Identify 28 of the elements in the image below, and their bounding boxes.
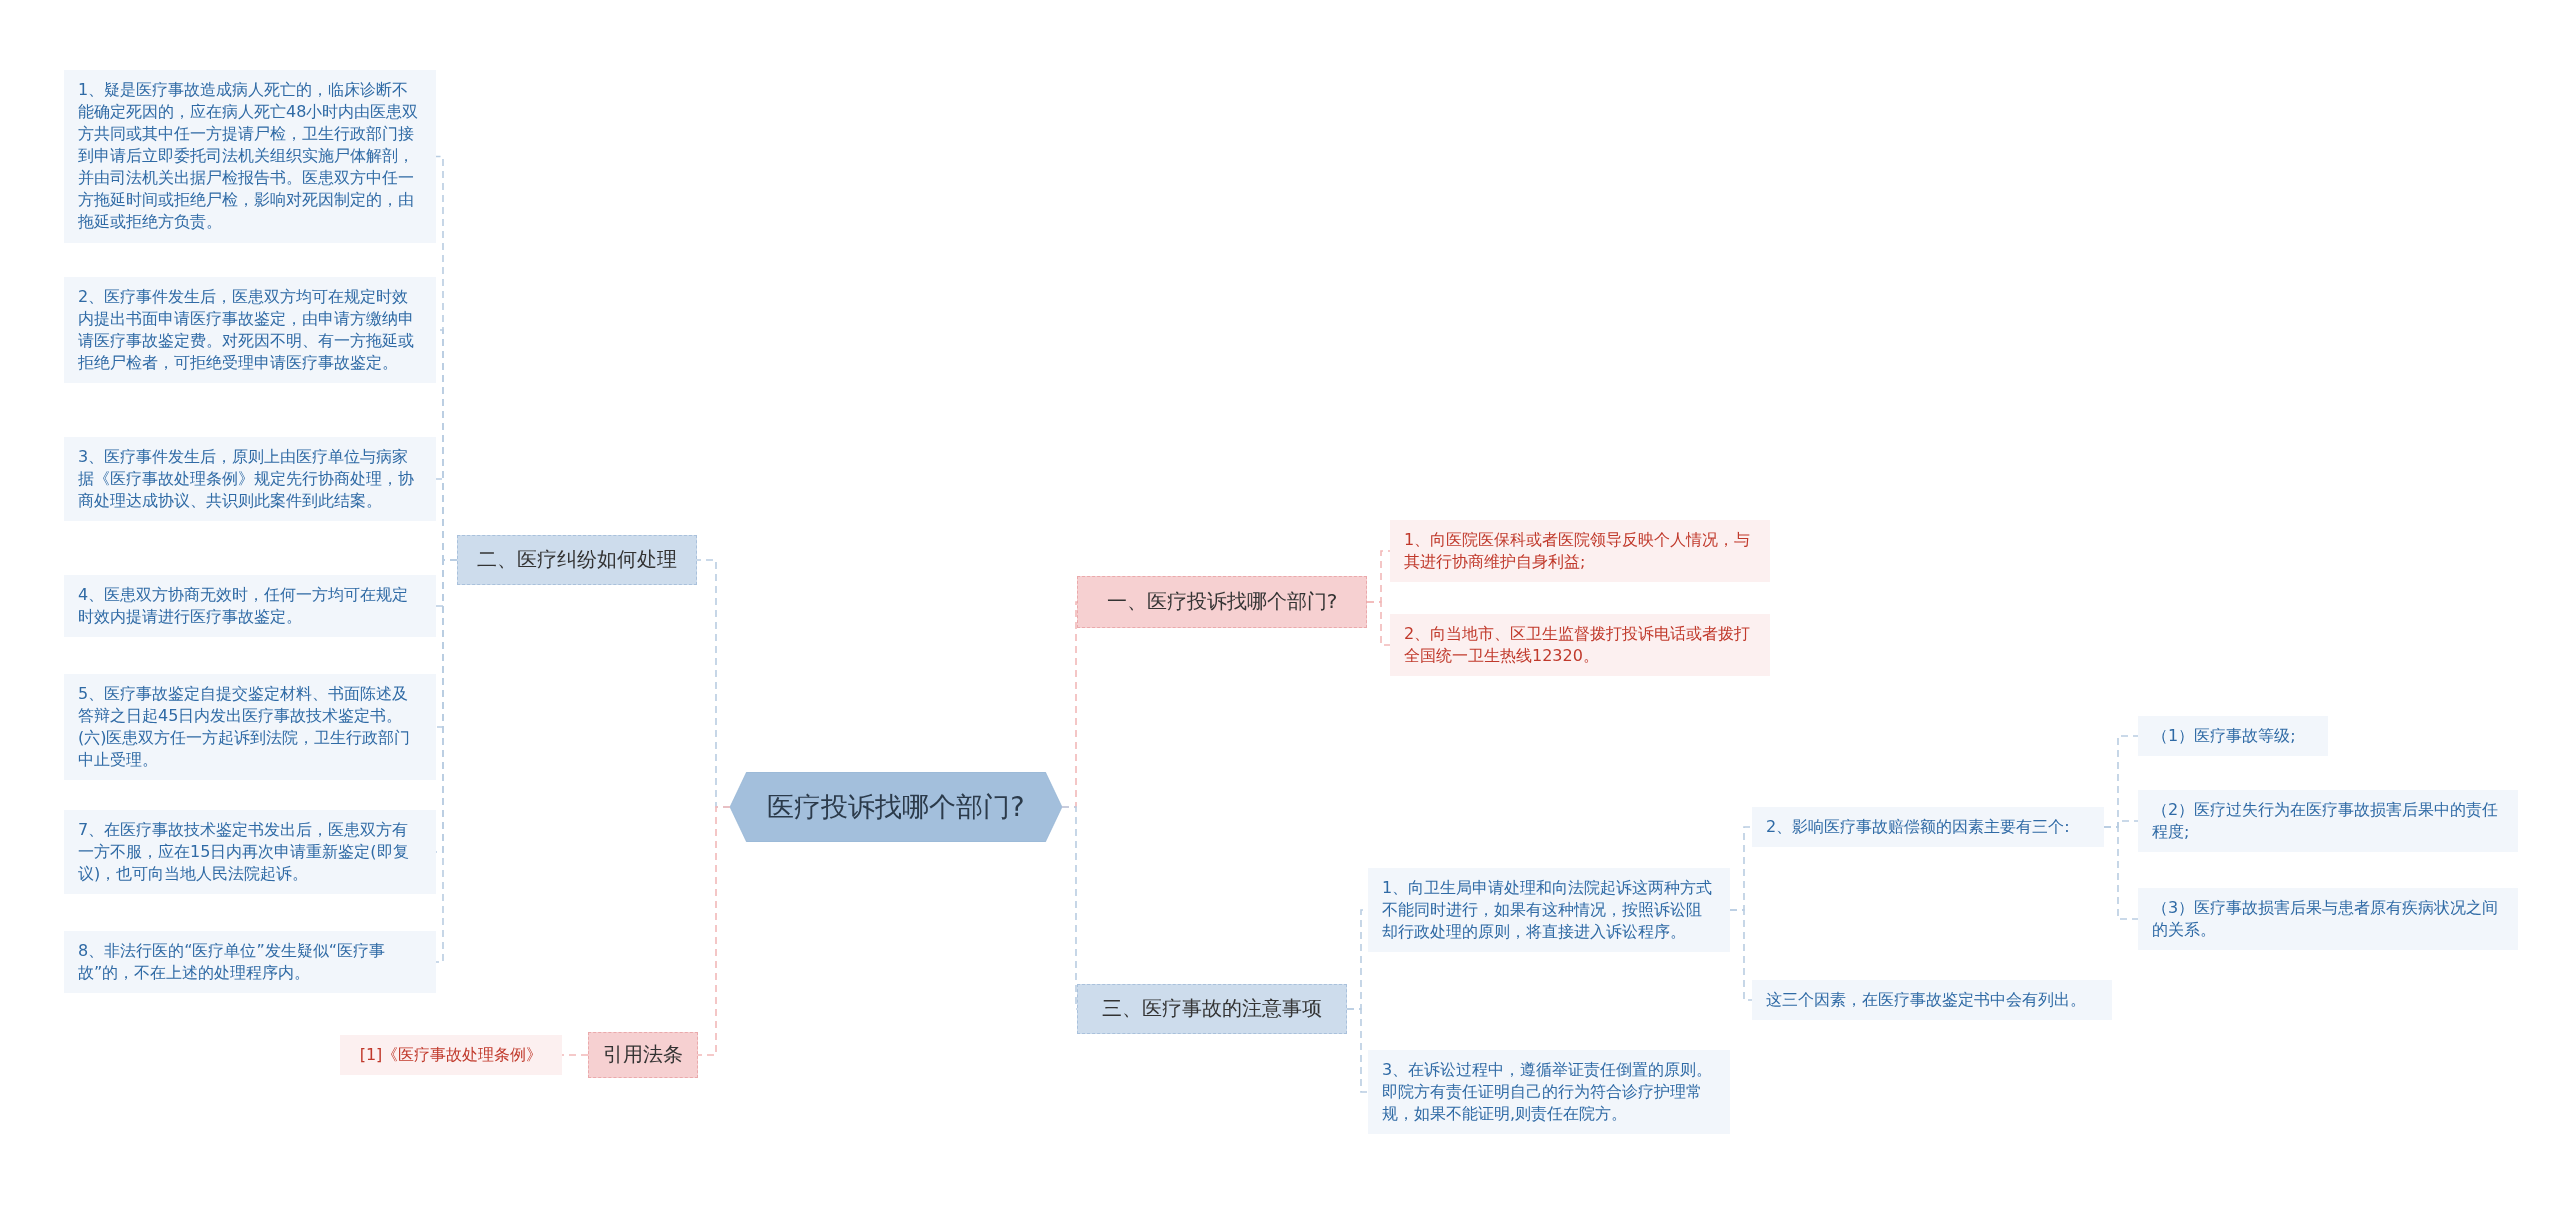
note-card: 2、医疗事件发生后，医患双方均可在规定时效内提出书面申请医疗事故鉴定，由申请方缴纳申请医疗事故鉴定费。对死因不明、有一方拖延或拒绝尸检者，可拒绝受理申请医疗事故鉴定。 — [64, 277, 436, 384]
note-card: 7、在医疗事故技术鉴定书发出后，医患双方有一方不服，应在15日内再次申请重新鉴定(即复议)，也可向当地人民法院起诉。 — [64, 810, 436, 895]
note-card: 3、在诉讼过程中，遵循举证责任倒置的原则。即院方有责任证明自己的行为符合诊疗护理常规，如果不能证明,则责任在院方。 — [1368, 1050, 1730, 1135]
note-card: 1、向医院医保科或者医院领导反映个人情况，与其进行协商维护自身利益; — [1390, 520, 1770, 583]
note-card: [1]《医疗事故处理条例》 — [340, 1035, 562, 1075]
connector-line — [561, 1054, 589, 1056]
note-card: （1）医疗事故等级; — [2138, 716, 2328, 757]
note-card: 1、疑是医疗事故造成病人死亡的，临床诊断不能确定死因的，应在病人死亡48小时内由医患双方共同或其中任一方提请尸检，卫生行政部门接到申请后立即委托司法机关组织实施尸体解剖，并由司法机关出据尸检报告书。医患双方中任一方拖延时间或拒绝尸检，影响对死因制定的，由拖延或拒绝方负责。 — [64, 70, 436, 243]
connector-line — [1346, 1008, 1369, 1093]
note-card: 1、向卫生局申请处理和向法院起诉这两种方式不能同时进行，如果有这种情况，按照诉讼阻却行政处理的原则，将直接进入诉讼程序。 — [1368, 868, 1730, 953]
branch-topic: 一、医疗投诉找哪个部门? — [1077, 576, 1367, 628]
connector-line — [1729, 909, 1753, 1001]
note-card: 8、非法行医的“医疗单位”发生疑似“医疗事故”的，不在上述的处理程序内。 — [64, 931, 436, 994]
branch-topic: 引用法条 — [588, 1032, 698, 1078]
branch-topic: 三、医疗事故的注意事项 — [1077, 984, 1347, 1034]
connector-line — [2103, 826, 2139, 920]
note-card: 4、医患双方协商无效时，任何一方均可在规定时效内提请进行医疗事故鉴定。 — [64, 575, 436, 638]
note-card: 2、影响医疗事故赔偿额的因素主要有三个: — [1752, 807, 2104, 848]
note-card: 3、医疗事件发生后，原则上由医疗单位与病家据《医疗事故处理条例》规定先行协商处理，协商处理达成协议、共识则此案件到此结案。 — [64, 437, 436, 522]
connector-line — [697, 806, 731, 1056]
note-card: 2、向当地市、区卫生监督拨打投诉电话或者拨打全国统一卫生热线12320。 — [1390, 614, 1770, 677]
connector-line — [1366, 601, 1391, 646]
central-topic-text: 医疗投诉找哪个部门? — [767, 790, 1025, 825]
note-card: 这三个因素，在医疗事故鉴定书中会有列出。 — [1752, 980, 2112, 1021]
note-card: 5、医疗事故鉴定自提交鉴定材料、书面陈述及答辩之日起45日内发出医疗事故技术鉴定书。(六)医患双方任一方起诉到法院，卫生行政部门中止受理。 — [64, 674, 436, 781]
branch-topic: 二、医疗纠纷如何处理 — [457, 535, 697, 585]
note-card: （3）医疗事故损害后果与患者原有疾病状况之间的关系。 — [2138, 888, 2518, 951]
note-card: （2）医疗过失行为在医疗事故损害后果中的责任程度; — [2138, 790, 2518, 853]
